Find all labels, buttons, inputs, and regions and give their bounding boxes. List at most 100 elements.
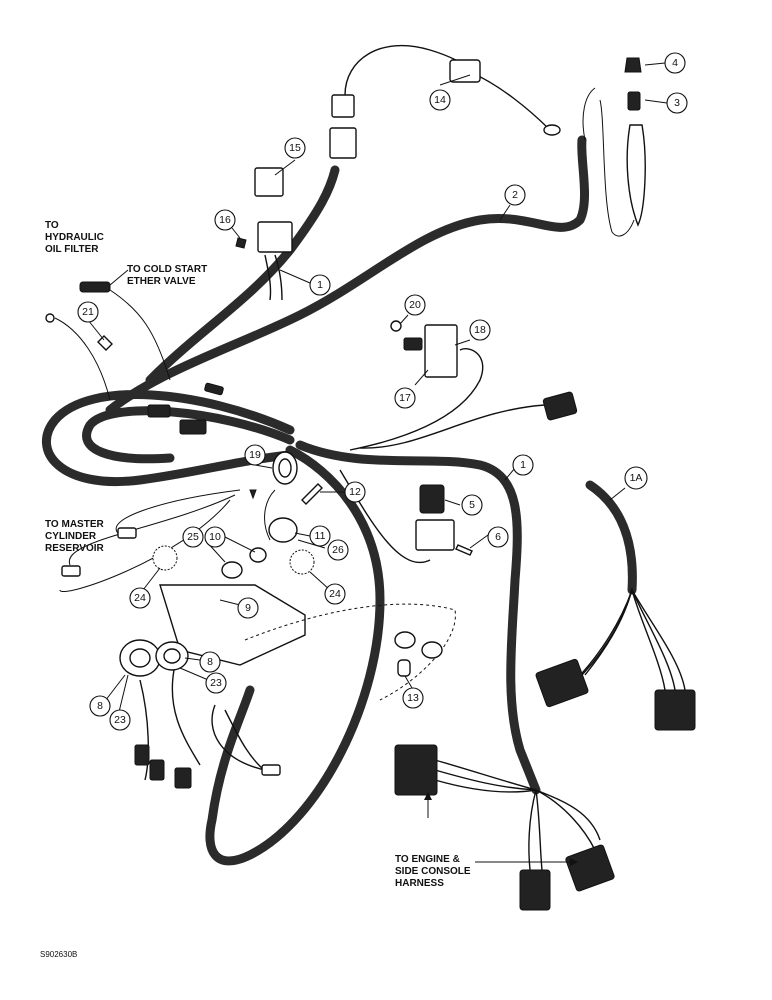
bulb-12 [301, 483, 323, 505]
label-cold-start-2: ETHER VALVE [127, 276, 196, 287]
components [45, 57, 696, 911]
svg-text:12: 12 [349, 486, 361, 498]
main-harness [41, 135, 637, 866]
switch-3 [627, 91, 641, 111]
screw-16 [235, 237, 247, 249]
callout-24-left: 24 [129, 587, 151, 609]
indicator-25 [221, 561, 243, 579]
connector-sw-c [174, 767, 192, 789]
washer-20 [390, 320, 402, 332]
callout-1-right: 1 [512, 454, 534, 476]
callout-25: 25 [182, 526, 204, 548]
svg-text:13: 13 [407, 692, 419, 704]
callout-19: 19 [244, 444, 266, 466]
switch-8-right-knob [163, 648, 181, 664]
label-cold-start-1: TO COLD START [127, 264, 207, 275]
connector-14b [329, 127, 357, 159]
indicator-10 [249, 547, 267, 563]
svg-text:1: 1 [317, 279, 323, 291]
svg-text:1A: 1A [630, 472, 643, 484]
callout-11: 11 [309, 525, 331, 547]
svg-text:2: 2 [512, 189, 518, 201]
switch-17 [424, 324, 458, 378]
inline-connector-b [179, 419, 207, 435]
relay-5-bracket [415, 519, 455, 551]
svg-text:23: 23 [114, 714, 126, 726]
leader-lines [87, 62, 668, 866]
svg-text:10: 10 [209, 531, 221, 543]
callout-18: 18 [469, 319, 491, 341]
svg-text:1: 1 [520, 459, 526, 471]
svg-text:5: 5 [469, 499, 475, 511]
svg-text:25: 25 [187, 531, 199, 543]
text-labels: TO HYDRAULIC OIL FILTER TO COLD START ET… [40, 220, 471, 959]
callout-16: 16 [214, 209, 236, 231]
svg-text:14: 14 [434, 94, 446, 106]
clip-21 [97, 335, 113, 351]
svg-text:6: 6 [495, 531, 501, 543]
svg-text:17: 17 [399, 392, 411, 404]
screw-19 [249, 489, 257, 500]
callout-1a: 1A [624, 466, 648, 490]
svg-text:9: 9 [245, 602, 251, 614]
callout-9: 9 [237, 597, 259, 619]
callout-3: 3 [666, 92, 688, 114]
screw-6 [455, 544, 473, 556]
svg-text:4: 4 [672, 57, 678, 69]
label-master-cylinder-1: TO MASTER [45, 519, 104, 530]
diode [204, 382, 224, 396]
callout-1-upper: 1 [309, 274, 331, 296]
svg-text:18: 18 [474, 324, 486, 336]
toggle-20 [403, 337, 423, 351]
relay-socket [257, 221, 293, 253]
connector-engine-left [394, 744, 438, 796]
svg-text:23: 23 [210, 677, 222, 689]
connector-1a-right [654, 689, 696, 731]
callout-20: 20 [404, 294, 426, 316]
svg-text:8: 8 [97, 700, 103, 712]
label-engine-harness-1: TO ENGINE & [395, 854, 460, 865]
callout-8-lower: 8 [89, 695, 111, 717]
label-master-cylinder-2: CYLINDER [45, 531, 97, 542]
connector-14a [331, 94, 355, 118]
callout-23-upper: 23 [205, 672, 227, 694]
callout-24-right: 24 [324, 583, 346, 605]
gear-24-left [152, 545, 178, 571]
connector-sw-b [149, 759, 165, 781]
switch-14-tip [543, 124, 561, 136]
relay-5 [419, 484, 445, 514]
connector-engine-right [565, 844, 615, 892]
svg-text:20: 20 [409, 299, 421, 311]
bulb-13a [394, 631, 416, 649]
callout-8-upper: 8 [199, 651, 221, 673]
ether-valve-lead [79, 281, 111, 293]
label-engine-harness-3: HARNESS [395, 878, 444, 889]
callout-14: 14 [429, 89, 451, 111]
callout-13: 13 [402, 687, 424, 709]
callout-15: 15 [284, 137, 306, 159]
bulb-13c [397, 659, 411, 677]
switch-23-left-knob [129, 648, 151, 668]
terminal-mc-a [117, 527, 137, 539]
svg-text:11: 11 [315, 530, 326, 542]
callout-5: 5 [461, 494, 483, 516]
relay-15 [254, 167, 284, 197]
connector-engine-bottom [519, 869, 551, 911]
svg-text:26: 26 [332, 544, 344, 556]
callout-23-lower: 23 [109, 709, 131, 731]
grommet-19-inner [278, 458, 292, 478]
figure-code: S902630B [40, 950, 77, 959]
terminal-sw [261, 764, 281, 776]
callout-4: 4 [664, 52, 686, 74]
svg-text:8: 8 [207, 656, 213, 668]
svg-text:21: 21 [82, 306, 94, 318]
terminal-mc-b [61, 565, 81, 577]
indicator-11 [268, 517, 298, 543]
svg-text:24: 24 [134, 592, 146, 604]
connector-right [542, 391, 578, 421]
svg-text:3: 3 [674, 97, 680, 109]
label-hydraulic-filter-2: HYDRAULIC [45, 232, 104, 243]
label-hydraulic-filter-3: OIL FILTER [45, 244, 99, 255]
callout-6: 6 [487, 526, 509, 548]
